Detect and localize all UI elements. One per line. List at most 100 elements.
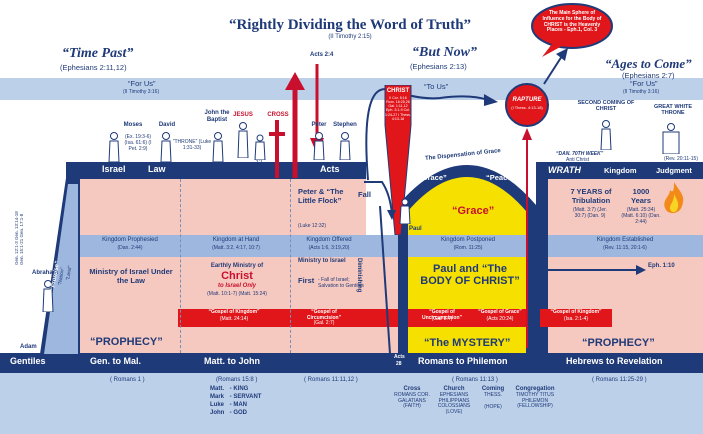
gospel-name: Mark xyxy=(210,394,225,400)
paul-figure xyxy=(398,198,412,224)
gospel-bar-kingdom xyxy=(178,309,290,327)
gwt-ref: (Rev. 20:11-15) xyxy=(664,156,698,162)
kingdom-header: Kingdom xyxy=(604,166,637,175)
peter-little-flock-ref: (Luke 12:32) xyxy=(298,223,327,229)
paul-body-of-christ: Paul and “The BODY OF CHRIST” xyxy=(420,263,520,288)
kingdom-postponed: Kingdom Postponed xyxy=(440,237,496,243)
moses-label: Moses xyxy=(123,122,143,128)
diminishing-arrow xyxy=(372,205,394,356)
epistle-group: Cross ROMANS COR. GALATIANS (FAITH) xyxy=(394,386,430,410)
kingdom-offered: Kingdom Offered xyxy=(306,237,352,243)
eph-1-10: Eph. 1:10 xyxy=(648,263,675,269)
romans-1: ( Romans 1 ) xyxy=(110,377,145,383)
gospel-kingdom: “Gospel of Kingdom” xyxy=(208,309,260,315)
kingdom-offered-ref: (Acts 1:6, 3:19,20) xyxy=(308,245,350,251)
thousand-years-label: 1000 Years xyxy=(630,187,652,205)
romans-11-13: ( Romans 11:13 ) xyxy=(452,377,498,383)
peter-label: Peter xyxy=(311,122,327,128)
prophecy-row-left xyxy=(80,329,398,353)
kingdom-row-left xyxy=(80,235,398,257)
for-us-bar xyxy=(0,78,703,100)
epistle-books: TIMOTHY TITUS PHILEMON xyxy=(515,391,555,404)
hebrews-to-revelation: Hebrews to Revelation xyxy=(566,356,663,366)
wrath-header: WRATH xyxy=(548,165,581,175)
gospel-uncircumcision: “Gospel of Uncircumcision” xyxy=(421,309,462,321)
kingdom-prophesied: Kingdom Prophesied xyxy=(102,237,158,243)
ministry-row-right xyxy=(548,257,703,307)
gospel-bar-kingdom-right xyxy=(540,309,612,327)
gospel-kingdom-right-ref: (Isa. 2:1-4) xyxy=(563,316,589,322)
earthly-ministry-ref: (Matt. 10:1-7) (Matt. 15:24) xyxy=(207,291,267,297)
gospel-item: Matt. - KING xyxy=(210,386,261,394)
judgment-header: Judgment xyxy=(656,166,692,175)
heavenly-places-balloon xyxy=(530,2,614,58)
israel-upper-panel xyxy=(80,179,366,235)
for-us-right: “For Us” xyxy=(630,79,658,88)
epistle-head: Church xyxy=(443,386,465,392)
gospel-item: Luke - MAN xyxy=(210,402,261,410)
for-us-left-ref: (II Timothy 3:16) xyxy=(123,89,160,95)
great-white-throne-label: GREAT WHITE THRONE xyxy=(653,104,693,117)
epistle-books: THESS. xyxy=(483,391,503,398)
gospel-row-mid xyxy=(408,309,526,327)
kingdom-row-right xyxy=(548,235,703,257)
epistle-note: (LOVE) xyxy=(445,409,463,416)
david-label: David xyxy=(158,122,176,128)
ages-to-come: “Ages to Come” xyxy=(605,56,692,71)
gospel-name: John xyxy=(210,410,225,416)
rapture-circle xyxy=(504,82,550,128)
gospel-symbol: - GOD xyxy=(229,410,248,416)
for-us-left: “For Us” xyxy=(128,79,156,88)
diminishing-label: Diminishing xyxy=(356,258,362,293)
balloon-arrow xyxy=(540,46,570,86)
fall-label: Fall xyxy=(358,190,371,199)
gospel-name: Matt. xyxy=(210,386,224,392)
divider-2 xyxy=(290,179,291,353)
for-us-right-ref: (II Timothy 3:16) xyxy=(623,89,660,95)
romans-bar xyxy=(0,373,703,434)
peace-label: “Peace” xyxy=(486,173,516,182)
gen-to-mal: Gen. to Mal. xyxy=(90,356,142,366)
rapture-arrow xyxy=(522,128,532,348)
tribulation-ref: (Matt. 3:7) (Jer. 30:7) (Dan. 9) xyxy=(573,207,607,219)
epistle-group: Church EPHESIANS PHILIPPIANS COLOSSIANS … xyxy=(432,386,476,416)
john-label: John the Baptist xyxy=(204,110,230,123)
but-now: “But Now” xyxy=(412,45,477,60)
gospels-list: Matt. - KING Mark - SERVANT Luke - MAN J… xyxy=(210,386,261,418)
christ-refs: II Cor. 5:16 Rom. 16:25,26 Gal. 1:11,12 … xyxy=(385,96,411,121)
epistle-head: Congregation xyxy=(515,386,555,392)
kingdom-established-ref: (Rev. 11:15, 20:1-6) xyxy=(603,245,647,251)
kingdom-prophesied-ref: (Dan. 2:44) xyxy=(117,245,143,251)
moses-figure xyxy=(106,132,122,162)
acts-book: Acts xyxy=(394,354,405,360)
epistle-note: (FELLOWSHIP) xyxy=(517,403,553,410)
gospel-name: Luke xyxy=(210,402,225,408)
gospel-symbol: - MAN xyxy=(229,402,248,408)
epistle-group: Coming THESS. (HOPE) xyxy=(478,386,508,410)
rapture-ref: (I Thess. 4:13-18) xyxy=(511,105,543,110)
jesus-label: JESUS xyxy=(233,112,253,118)
kingdom-established: Kingdom Established xyxy=(596,237,654,243)
throne-figure xyxy=(662,122,680,154)
abraham-label: Abraham xyxy=(32,270,59,276)
tribulation-label: 7 YEARS of Tribulation xyxy=(570,187,612,205)
epistle-books: EPHESIANS PHILIPPIANS COLOSSIANS xyxy=(437,391,471,410)
right-frame-left xyxy=(536,162,548,353)
john-figure xyxy=(210,132,226,162)
to-israel-only: to Israel Only xyxy=(217,283,256,289)
to-us: “To Us” xyxy=(424,82,449,91)
grace-inner: “Grace” xyxy=(452,205,495,217)
gospel-item: Mark - SERVANT xyxy=(210,394,261,402)
ministry-under-law: Ministry of Israel Under the Law xyxy=(89,267,173,285)
earthly-ministry: Earthly Ministry of xyxy=(210,263,264,269)
law-header: Law xyxy=(148,164,166,174)
gospel-symbol: - SERVANT xyxy=(229,394,262,400)
page-title: “Rightly Dividing the Word of Truth” xyxy=(228,17,472,33)
apostles-label: 12 Apostles xyxy=(247,160,271,173)
ministry-row-left xyxy=(80,257,398,307)
thousand-years-ref: (Matt. 25:34) (Matt. 6:10) (Dan. 2:44) xyxy=(621,207,661,225)
romans-11-25: ( Romans 11:25-29 ) xyxy=(592,377,647,383)
second-coming-figure xyxy=(598,120,614,150)
jesus-figure xyxy=(235,122,251,158)
christ-word: Christ xyxy=(221,270,253,282)
